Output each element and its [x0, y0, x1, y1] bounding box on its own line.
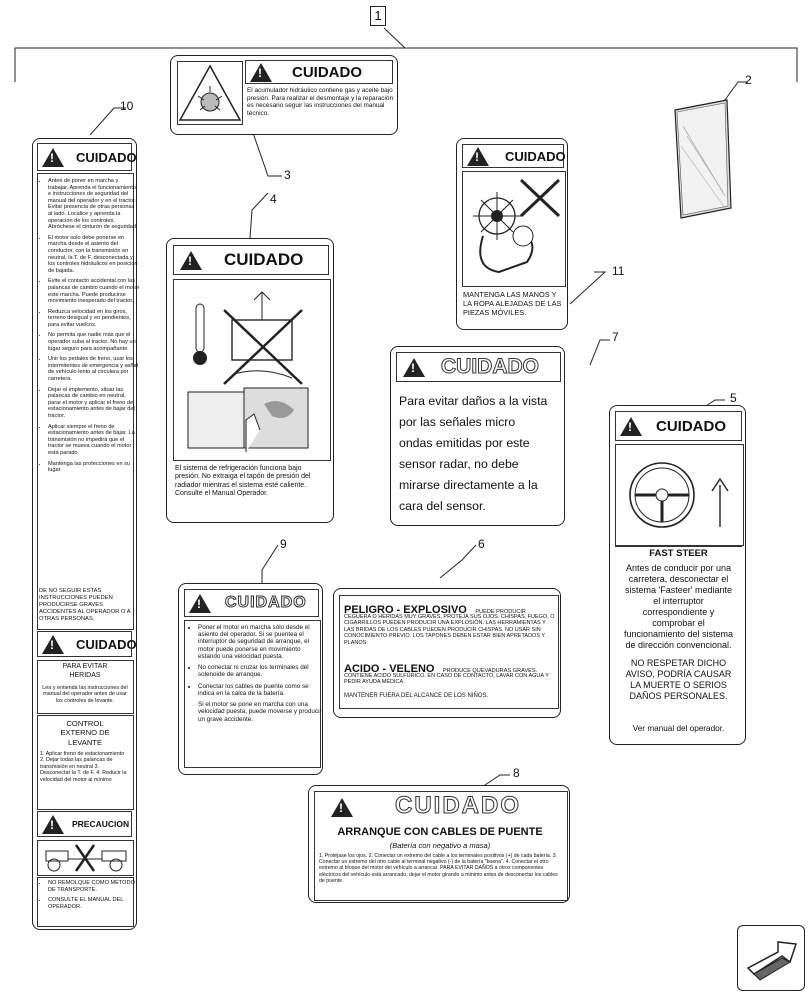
decal6-acid-title: ACIDO - VELENO [344, 663, 435, 675]
decal7-text: Para evitar daños a la vista por las señ… [399, 394, 548, 513]
warning-triangle-icon [42, 814, 64, 834]
decal10-item: Antes de poner en marcha y trabajar. Apr… [48, 178, 140, 231]
belt-hand-pictogram [462, 171, 566, 287]
warning-triangle-icon [250, 62, 272, 82]
callout-2: 2 [745, 73, 752, 87]
decal4-text: El sistema de refrigeración funciona baj… [175, 465, 311, 498]
decal9-caution-title: CUIDADO [225, 594, 307, 612]
decal6-acid-body: CONTIENE ACIDO SULFÚRICO. EN CASO DE CON… [344, 673, 549, 686]
decal10-steps: 1. Aplicar freno de estacionamiento 2. D… [40, 751, 127, 783]
decal10-item: Mantenga las protecciones en su lugar. [48, 461, 140, 474]
callout-11: 11 [612, 264, 625, 278]
decal10-list: Antes de poner en marcha y trabajar. Apr… [39, 178, 140, 478]
decal-radar-sensor-warning: CUIDADO Para evitar daños a la vista por… [390, 346, 565, 526]
decal10-item: Dejar el implemento, situar las palancas… [48, 387, 140, 420]
warning-triangle-icon [467, 146, 489, 166]
decal10-tow-item: NO REMOLQUE COMO MÉTODO DE TRANSPORTE. [48, 880, 140, 893]
decal10-item: El motor solo debe ponerse en marcha des… [48, 235, 140, 275]
warning-triangle-icon [42, 147, 64, 167]
decal5-caution-title: CUIDADO [656, 417, 726, 435]
decal8-title: ARRANQUE CON CABLES DE PUENTE [337, 826, 543, 838]
booklet-icon [674, 99, 732, 219]
decal-moving-parts-warning: CUIDADO MANTENGA LAS MANOS Y LA ROPA ALE… [456, 138, 568, 330]
decal-fast-steer: CUIDADO FAST STEER Antes de conducir por… [609, 405, 746, 745]
decal9-list: Poner el motor en marcha sólo desde el a… [189, 624, 324, 727]
callout-9: 9 [280, 537, 287, 551]
decal9-item: Conectar los cables de puente como se in… [198, 683, 324, 697]
no-tow-pictogram [37, 840, 134, 876]
decal9-item: No conectar ni cruzar los terminales del… [198, 664, 324, 678]
warning-triangle-icon [331, 798, 353, 817]
warning-triangle-icon [620, 416, 642, 436]
callout-4: 4 [270, 192, 277, 206]
steering-wheel-pictogram [615, 444, 744, 546]
decal-radiator-warning: CUIDADO El sistema de refrigeración func… [166, 238, 334, 523]
callout-10: 10 [120, 99, 134, 113]
callout-6: 6 [478, 537, 485, 551]
decal10-item: Evite el contacto accidental con las pal… [48, 278, 140, 304]
decal7-caution-title: CUIDADO [441, 355, 540, 379]
decal9-item: Poner el motor en marcha sólo desde el a… [198, 624, 324, 660]
decal4-caution-title: CUIDADO [224, 250, 304, 269]
explosion-pictogram [177, 61, 243, 125]
decal11-text: MANTENGA LAS MANOS Y LA ROPA ALEJADAS DE… [463, 290, 562, 317]
decal10-control-title: CONTROL EXTERNO DE LEVANTE [60, 719, 110, 747]
next-page-button[interactable] [737, 925, 805, 991]
callout-7: 7 [612, 330, 619, 344]
radiator-pictogram [173, 279, 331, 461]
warning-triangle-icon [42, 634, 64, 654]
decal-tractor-safety-strip: CUIDADO Antes de poner en marcha y traba… [32, 138, 140, 930]
decal5-text-2: NO RESPETAR DICHO AVISO, PODRÍA CAUSAR L… [625, 658, 732, 701]
decal10-tow-item: CONSULTE EL MANUAL DEL OPERADOR. [48, 897, 140, 910]
warning-triangle-icon [189, 593, 211, 613]
callout-3: 3 [284, 168, 291, 182]
warning-triangle-icon [180, 250, 202, 270]
decal6-title-note: PUEDE PRODUCIR [475, 609, 526, 615]
decal10-caution-title-2: CUIDADO [76, 636, 137, 652]
arrow-icon [746, 941, 798, 981]
decal10-item: Aplicar siempre el freno de estacionamie… [48, 424, 140, 457]
decal5-text-1: Antes de conducir por una carretera, des… [623, 563, 734, 650]
decal3-caution-title: CUIDADO [292, 63, 362, 81]
decal10-avoid-text: Lea y entienda las instrucciones del man… [42, 685, 128, 704]
callout-1: 1 [374, 8, 382, 23]
decal-battery-danger: PELIGRO - EXPLOSIVO PUEDE PRODUCIR CEGUE… [333, 588, 561, 718]
decal6-acid-note: PRODUCE QUEVADURAS GRAVES. [442, 668, 538, 674]
decal-jump-start-warning: CUIDADO ARRANQUE CON CABLES DE PUENTE (B… [308, 785, 570, 903]
decal-starter-warning: CUIDADO Poner el motor en marcha sólo de… [178, 583, 323, 775]
decal10-item: Unir los pedales de freno, usar los inte… [48, 356, 140, 382]
decal6-title: PELIGRO - EXPLOSIVO [344, 604, 467, 616]
operator-manual-booklet [673, 96, 733, 220]
decal10-footer-warning: DE NO SEGUIR ESTAS INSTRUCCIONES PUEDEN … [39, 588, 131, 622]
decal-accumulator-warning: CUIDADO El acumulador hidráulico contien… [170, 55, 398, 135]
decal6-footer: MANTENER FUERA DEL ALCANCE DE LOS NIÑOS. [344, 693, 489, 699]
warning-triangle-icon [403, 357, 425, 377]
decal6-body: CEGUERA O HERIDAS MUY GRAVES, PROTEJA SU… [344, 614, 555, 646]
decal10-tow-list: NO REMOLQUE COMO MÉTODO DE TRANSPORTE. C… [39, 880, 140, 915]
decal9-item: Si el motor se pone en marcha con una ve… [198, 701, 322, 723]
callout-8: 8 [513, 766, 520, 780]
decal8-text: 1. Protéjase los ojos. 2. Conectar un ex… [319, 853, 558, 884]
decal10-caution-title: CUIDADO [76, 149, 137, 165]
decal10-precaution-title: PRECAUCION [72, 819, 130, 829]
decal8-subtitle: (Batería con negativo a masa) [389, 841, 491, 850]
decal5-heading: FAST STEER [649, 548, 708, 559]
decal10-item: Reduzca velocidad en los giros, terreno … [48, 309, 140, 329]
decal3-text: El acumulador hidráulico contiene gas y … [247, 87, 393, 118]
decal5-text-3: Ver manual del operador. [632, 724, 725, 733]
decal10-avoid-title: PARA EVITAR HERIDAS [62, 663, 108, 679]
callout-1-box: 1 [370, 6, 386, 26]
decal8-caution-title: CUIDADO [395, 792, 521, 820]
decal11-caution-title: CUIDADO [505, 148, 566, 164]
decal10-item: No permita que nadie más que el operador… [48, 332, 140, 352]
callout-5: 5 [730, 391, 737, 405]
